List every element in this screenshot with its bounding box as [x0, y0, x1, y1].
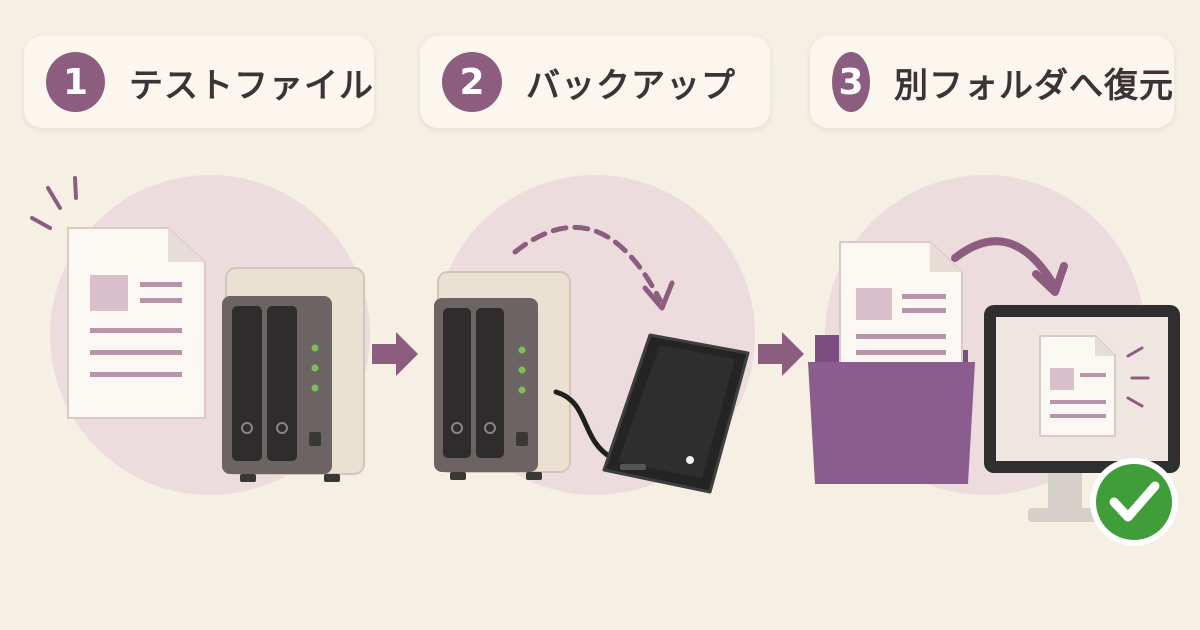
step-card-3: 3 別フォルダへ復元 — [810, 36, 1174, 128]
step-label: テストファイル — [129, 65, 374, 106]
step-card-2: 2 バックアップ — [420, 36, 770, 128]
check-icon — [1090, 458, 1178, 546]
curved-arrow-icon — [951, 237, 1068, 296]
step-number-badge: 2 — [442, 52, 502, 112]
emphasis-lines-icon — [1126, 346, 1150, 408]
emphasis-lines-icon — [30, 176, 78, 230]
step-label: バックアップ — [526, 65, 736, 106]
usb-cable — [553, 389, 615, 461]
document-icon — [839, 241, 963, 399]
arrow-right-icon — [372, 332, 418, 376]
document-icon — [67, 227, 206, 419]
document-icon — [1039, 335, 1116, 437]
folder-front — [808, 362, 975, 484]
step-card-1: 1 テストファイル — [24, 36, 374, 128]
step-number-badge: 1 — [46, 52, 105, 112]
dashed-arrow-icon — [512, 225, 675, 311]
arrow-right-icon — [758, 332, 804, 376]
nas-icon — [222, 267, 365, 482]
external-hdd-icon — [602, 333, 750, 494]
step-label: 別フォルダへ復元 — [894, 65, 1174, 106]
step-number-badge: 3 — [832, 52, 870, 112]
nas-icon — [434, 271, 571, 480]
